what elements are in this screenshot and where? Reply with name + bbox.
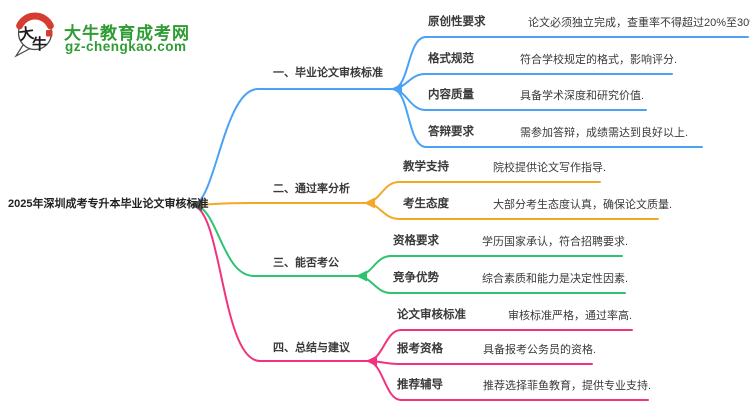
branch2-row2-label: 考生态度 <box>403 198 449 210</box>
daniu-bubble-icon: 大 牛 <box>14 12 54 58</box>
branch4-row3-label: 推荐辅导 <box>397 379 443 391</box>
branch4-row3-desc: 推荐选择菲鱼教育，提供专业支持. <box>483 380 652 392</box>
branch2-label: 二、通过率分析 <box>273 183 350 195</box>
center-arrow-icon <box>190 199 202 211</box>
branch3-row1-label: 资格要求 <box>393 235 439 247</box>
branch4-row1-label: 论文审核标准 <box>397 309 466 321</box>
branch3-arrow-icon <box>356 270 367 282</box>
branch3-row1-desc: 学历国家承认，符合招聘要求. <box>482 236 629 248</box>
icon-char-niu: 牛 <box>32 35 47 53</box>
branch1-arrow-icon <box>391 83 402 95</box>
branch2-arrow-icon <box>364 197 375 209</box>
branch1-main-curve <box>193 88 393 206</box>
red-cap-arc <box>16 12 54 30</box>
branch3-row2-desc: 综合素质和能力是决定性因素. <box>482 273 629 285</box>
branch2-main-curve <box>193 202 366 206</box>
branch4-row1-desc: 审核标准严格，通过率高. <box>508 310 633 322</box>
brand-name: 大牛教育成考网 <box>64 24 190 43</box>
branch1-row4-desc: 需参加答辩，成绩需达到良好以上. <box>520 127 689 139</box>
brand-domain: gz-chengkao.com <box>65 39 187 54</box>
branch1-row2-desc: 符合学校规定的格式，影响评分. <box>520 54 678 66</box>
red-seal <box>46 30 53 37</box>
branch1-row4-label: 答辩要求 <box>428 126 474 138</box>
branch1-row3-desc: 具备学术深度和研究价值. <box>520 90 645 102</box>
branch4-row2-desc: 具备报考公务员的资格. <box>483 344 597 356</box>
branch3-label: 三、能否考公 <box>273 257 339 269</box>
branch4-row2-curve <box>366 360 593 365</box>
branch4-arrow-icon <box>366 355 377 367</box>
branch3-row2-label: 竞争优势 <box>393 272 439 284</box>
branch2-row1-label: 教学支持 <box>403 161 449 173</box>
branch4-main-curve <box>193 205 368 362</box>
branch1-label: 一、毕业论文审核标准 <box>273 67 383 79</box>
site-logo: 大 牛 大牛教育成考网 gz-chengkao.com <box>0 0 220 62</box>
branch1-row3-label: 内容质量 <box>428 89 474 101</box>
branch1-row2-label: 格式规范 <box>428 53 474 65</box>
central-topic: 2025年深圳成考专升本毕业论文审核标准 <box>8 198 209 210</box>
branch4-row2-label: 报考资格 <box>397 343 443 355</box>
branch3-main-curve <box>193 204 358 277</box>
icon-char-da: 大 <box>18 24 35 44</box>
branch1-row1-label: 原创性要求 <box>428 16 486 28</box>
branch2-row2-desc: 大部分考生态度认真，确保论文质量. <box>493 199 673 211</box>
branch4-label: 四、总结与建议 <box>273 342 350 354</box>
branch1-row2-curve <box>391 73 673 90</box>
branch2-row1-desc: 院校提供论文写作指导. <box>493 162 607 174</box>
branch1-row1-desc: 论文必须独立完成，查重率不得超过20%至30%. <box>528 17 750 29</box>
